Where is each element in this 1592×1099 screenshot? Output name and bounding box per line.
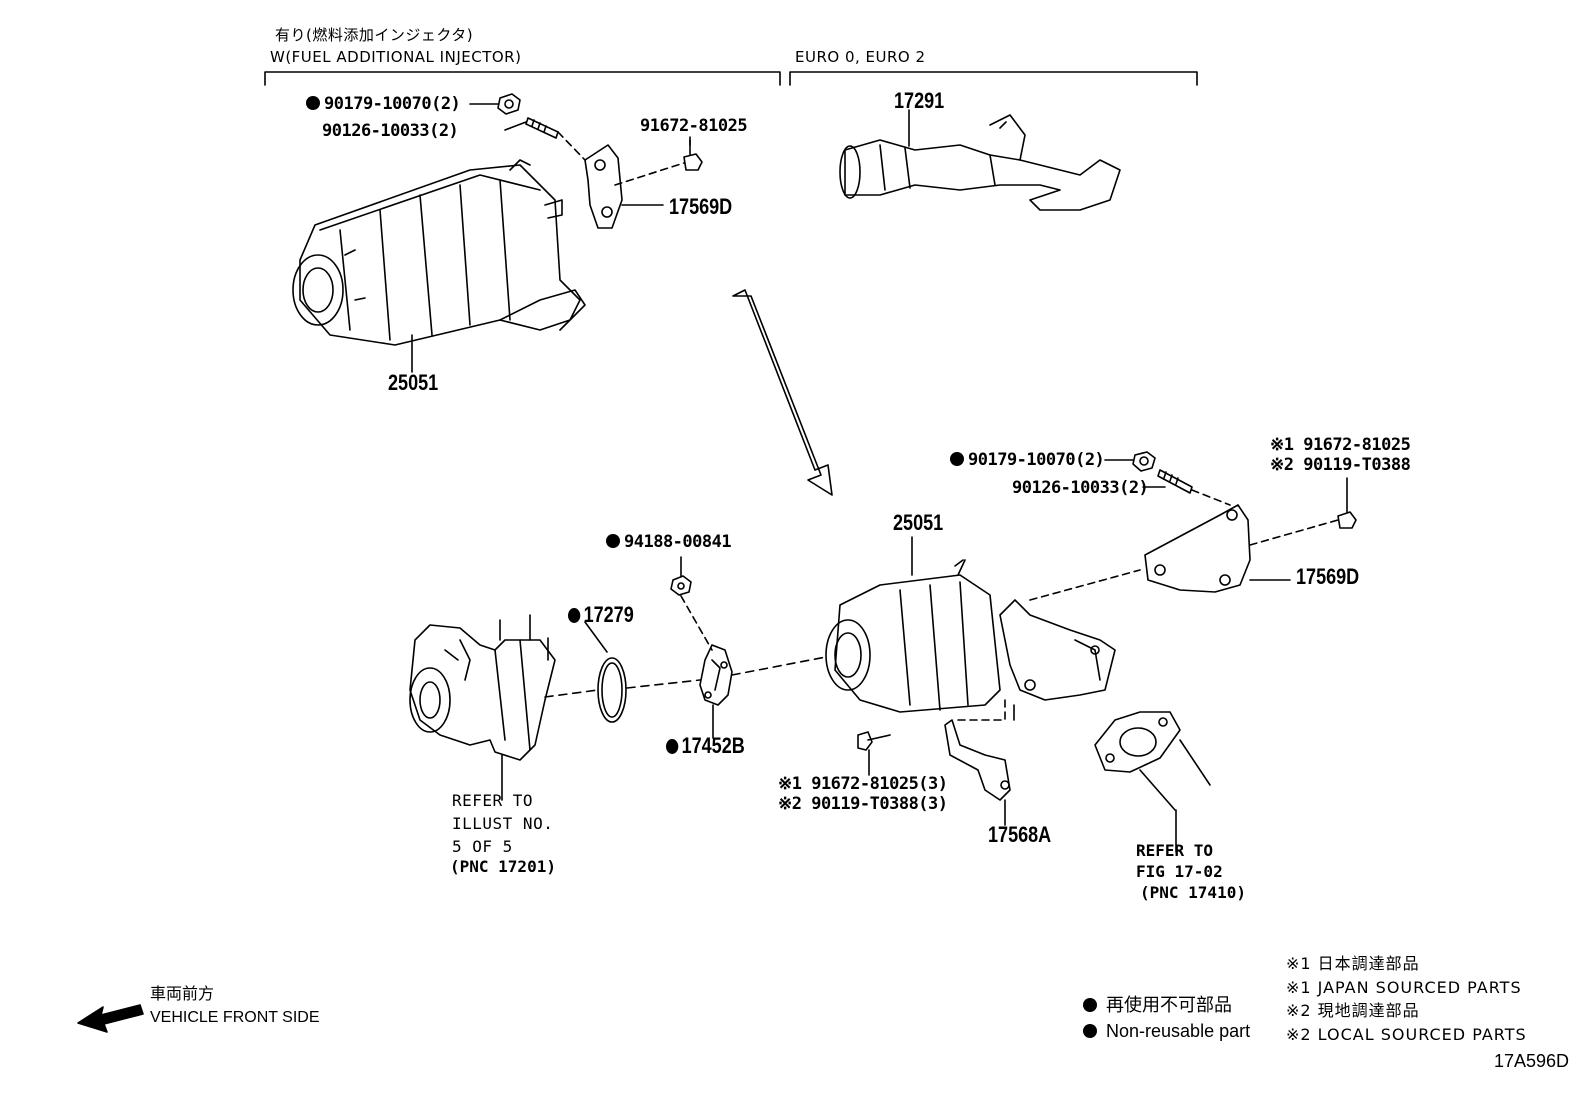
upper-stud-drawing [525, 117, 559, 139]
dash-stay [954, 699, 1006, 721]
leader-gasket [584, 621, 608, 653]
refer-pipe-line-3: (PNC 17410) [1140, 883, 1246, 902]
legend-note1-jp: ※1 日本調達部品 [1286, 954, 1420, 973]
upper-catalytic-converter [292, 159, 586, 346]
callout-upper-bracket[interactable]: 17569D [669, 194, 733, 219]
dash-main-axis [544, 656, 827, 698]
gasket-ring-drawing [597, 657, 627, 723]
callout-stay[interactable]: 17568A [988, 822, 1052, 847]
callout-stay-bolt-2[interactable]: ※2 90119-T0388(3) [778, 794, 948, 814]
clamp-drawing [699, 644, 733, 706]
callout-clamp-nut[interactable]: 94188-00841 [606, 534, 732, 551]
dash-upper-assembly [557, 131, 685, 186]
nonreusable-dot-icon [606, 534, 620, 548]
header-fuel-injector-en: W(FUEL ADDITIONAL INJECTOR) [270, 48, 522, 66]
nonreusable-dot-icon [568, 608, 581, 623]
nonreusable-dot-icon [306, 96, 320, 110]
figure-id: 17A596D [1494, 1051, 1570, 1071]
nonreusable-dot-icon [950, 452, 964, 466]
clamp-nut-drawing [670, 575, 692, 596]
nonreusable-dot-icon [1083, 998, 1097, 1012]
bracket-line-fuel-injector [264, 71, 781, 86]
nonreusable-dot-icon [666, 739, 679, 754]
lower-nut-drawing [1132, 451, 1156, 472]
refer-turbo-line-4: (PNC 17201) [450, 857, 556, 876]
leader-upper-stud [504, 121, 527, 131]
callout-clamp[interactable]: 17452B [666, 735, 745, 757]
dash-lower-bracket [1029, 489, 1339, 601]
lower-catalytic-converter [825, 559, 1116, 713]
refer-turbo-line-3: 5 OF 5 [452, 837, 513, 856]
front-label-en: VEHICLE FRONT SIDE [150, 1009, 320, 1026]
front-label-jp: 車両前方 [150, 986, 215, 1003]
callout-gasket[interactable]: 17279 [568, 604, 634, 626]
upper-nut-drawing [497, 93, 521, 115]
callout-lower-bolt-1[interactable]: ※1 91672-81025 [1270, 435, 1411, 455]
callout-lower-converter[interactable]: 25051 [893, 510, 944, 535]
callout-lower-nut[interactable]: 90179-10070(2) [950, 452, 1105, 469]
callout-upper-nut[interactable]: 90179-10070(2) [306, 96, 461, 113]
lower-stay-drawing [944, 719, 1011, 801]
callout-lower-bolt-2[interactable]: ※2 90119-T0388 [1270, 455, 1411, 475]
callout-stay-bolt-1[interactable]: ※1 91672-81025(3) [778, 774, 948, 794]
upper-exhaust-pipe [839, 114, 1121, 211]
callout-upper-stud[interactable]: 90126-10033(2) [322, 121, 459, 141]
pipe-gasket-drawing [1094, 711, 1181, 773]
refer-pipe-line-1: REFER TO [1136, 841, 1214, 860]
lower-stay-bolt-drawing [857, 731, 891, 751]
nonreusable-dot-icon [1083, 1024, 1097, 1038]
upper-bolt-drawing [683, 139, 703, 171]
legend-note2-jp: ※2 現地調達部品 [1286, 1001, 1420, 1020]
refer-pipe-line-2: FIG 17-02 [1136, 862, 1223, 881]
legend-nonreusable-en: Non-reusable part [1083, 1022, 1250, 1040]
legend-nonreusable-jp: 再使用不可部品 [1083, 996, 1232, 1014]
lower-bolt-drawing [1337, 477, 1357, 529]
callout-lower-bracket[interactable]: 17569D [1296, 564, 1360, 589]
callout-lower-stud[interactable]: 90126-10033(2) [1012, 478, 1149, 498]
callout-upper-pipe[interactable]: 17291 [894, 88, 945, 113]
legend-note2-en: ※2 LOCAL SOURCED PARTS [1286, 1025, 1527, 1044]
turbocharger-drawing [409, 614, 556, 761]
lower-bracket-drawing [1144, 504, 1251, 593]
dash-clamp-nut [680, 595, 713, 651]
header-fuel-injector-jp: 有り(燃料添加インジェクタ) [275, 26, 474, 44]
header-euro: EURO 0, EURO 2 [795, 48, 926, 66]
front-arrow [77, 1004, 144, 1033]
pipe-outline [1139, 739, 1211, 811]
transition-arrow [732, 289, 833, 496]
refer-turbo-line-2: ILLUST NO. [452, 814, 554, 833]
bracket-line-euro [789, 71, 1198, 86]
callout-upper-bolt[interactable]: 91672-81025 [640, 116, 748, 136]
upper-bracket-drawing [584, 144, 623, 229]
callout-upper-converter[interactable]: 25051 [388, 370, 439, 395]
refer-turbo-line-1: REFER TO [452, 791, 534, 810]
lower-stud-drawing [1157, 469, 1193, 494]
legend-note1-en: ※1 JAPAN SOURCED PARTS [1286, 978, 1522, 997]
